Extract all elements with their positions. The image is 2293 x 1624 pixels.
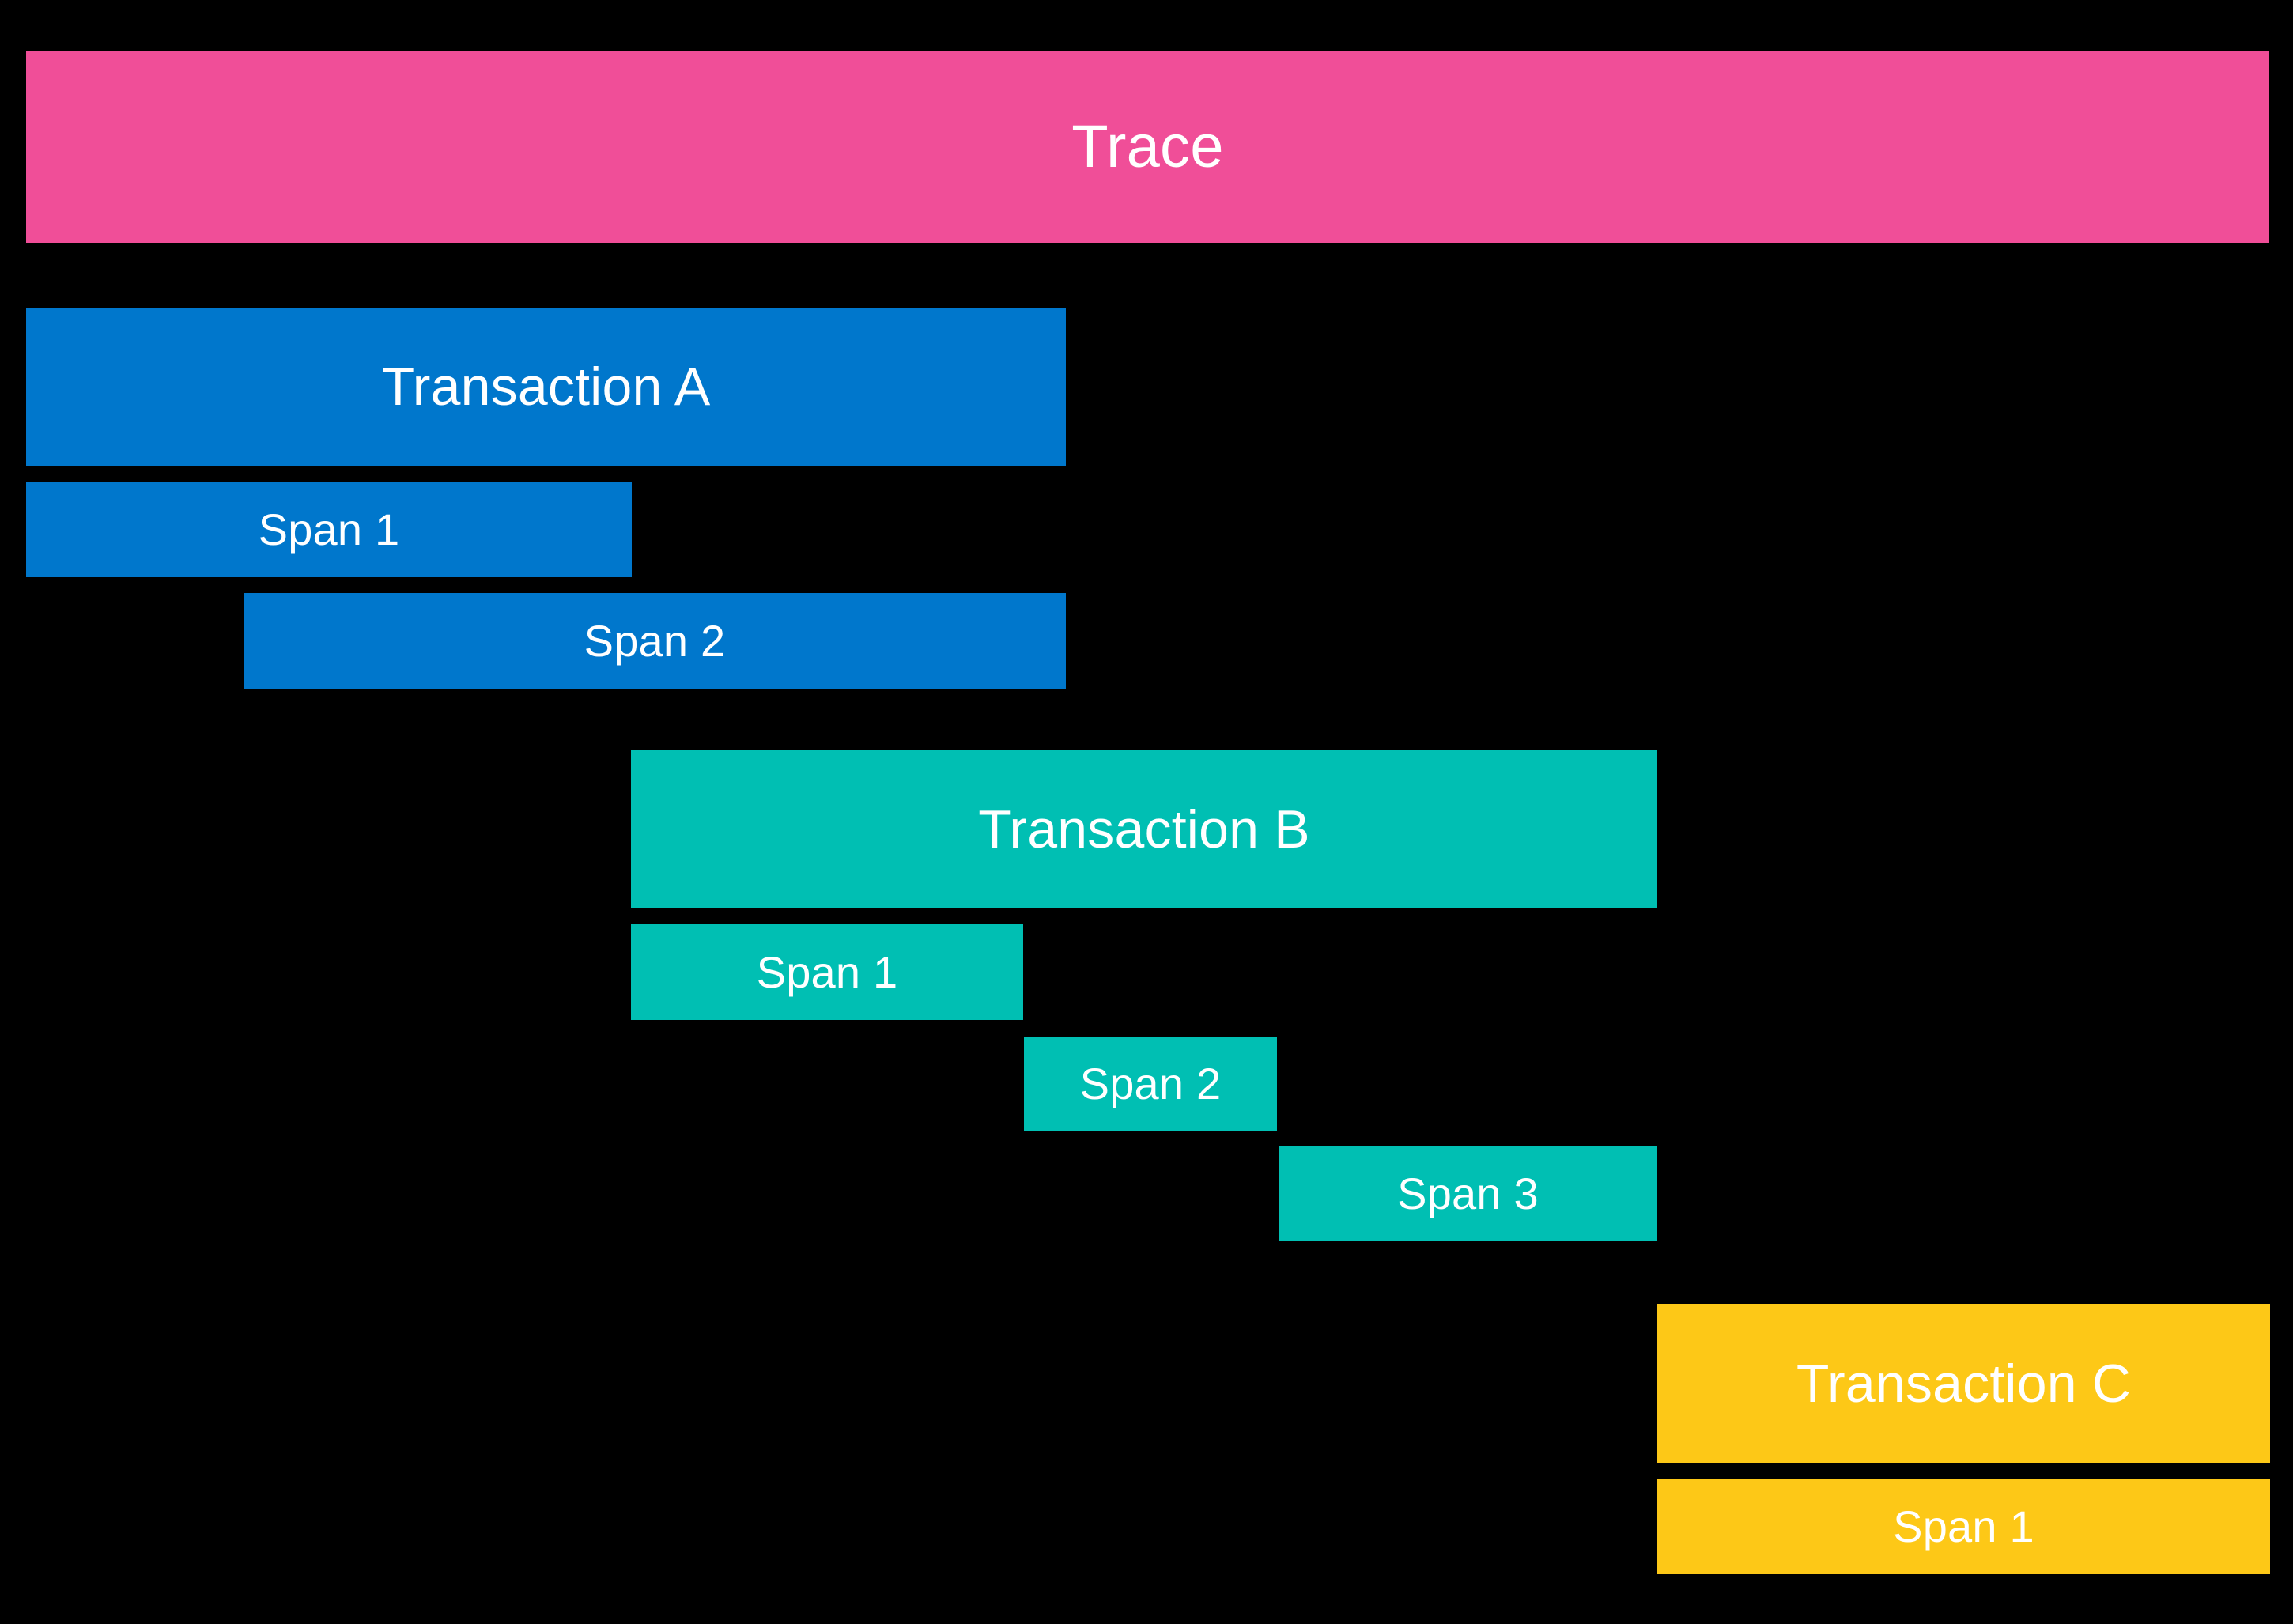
- bar-label-trace: Trace: [1071, 113, 1224, 180]
- bar-trace[interactable]: Trace: [26, 51, 2269, 243]
- bar-transaction-a-span-1[interactable]: Span 1: [26, 482, 632, 577]
- bar-label-transaction-a-span-1: Span 1: [258, 504, 400, 554]
- bar-transaction-a[interactable]: Transaction A: [26, 308, 1066, 466]
- bar-label-transaction-c: Transaction C: [1796, 1353, 2132, 1414]
- bar-label-transaction-b-span-2: Span 2: [1079, 1058, 1222, 1108]
- bar-label-transaction-b-span-1: Span 1: [756, 946, 898, 997]
- bar-label-transaction-a: Transaction A: [381, 357, 711, 417]
- bar-transaction-b-span-2[interactable]: Span 2: [1024, 1037, 1277, 1131]
- bar-transaction-b[interactable]: Transaction B: [631, 750, 1657, 908]
- bar-transaction-a-span-2[interactable]: Span 2: [244, 593, 1066, 689]
- bar-label-transaction-c-span-1: Span 1: [1893, 1501, 2034, 1551]
- bar-transaction-b-span-3[interactable]: Span 3: [1279, 1146, 1657, 1241]
- bar-label-transaction-a-span-2: Span 2: [584, 616, 726, 666]
- bar-transaction-c[interactable]: Transaction C: [1657, 1304, 2270, 1463]
- bar-transaction-c-span-1[interactable]: Span 1: [1657, 1479, 2270, 1574]
- bar-label-transaction-b-span-3: Span 3: [1397, 1169, 1539, 1218]
- bar-transaction-b-span-1[interactable]: Span 1: [631, 924, 1023, 1020]
- bar-label-transaction-b: Transaction B: [978, 799, 1310, 859]
